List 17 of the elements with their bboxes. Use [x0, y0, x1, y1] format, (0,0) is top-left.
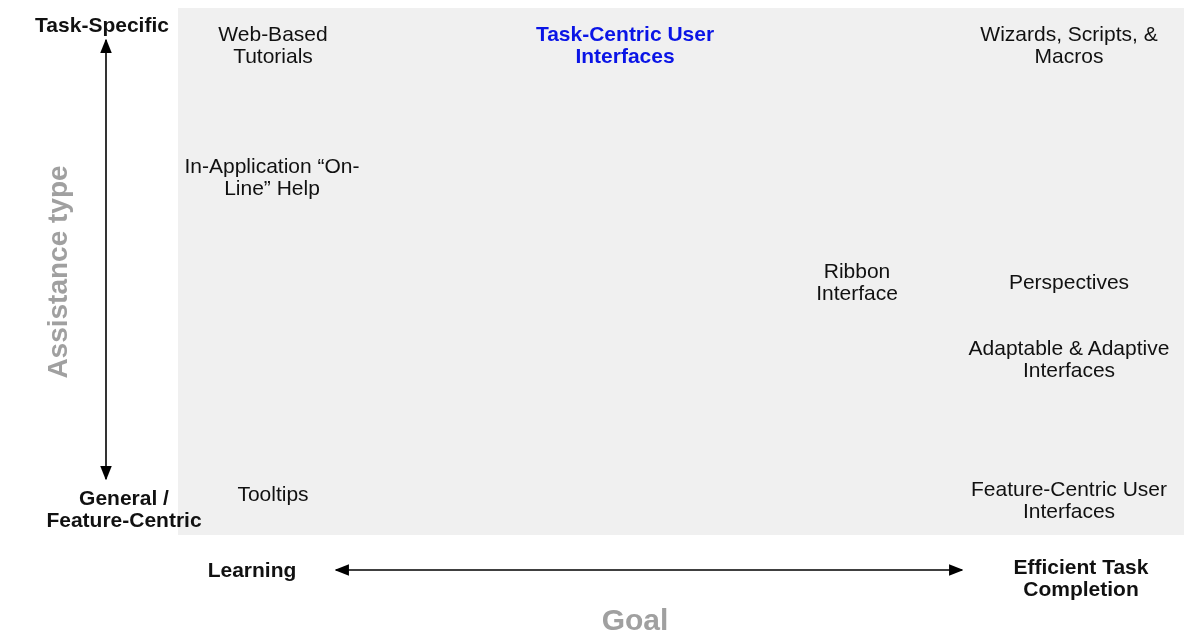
axis-end-label: General / Feature-Centric [39, 487, 209, 531]
technique-label: Ribbon Interface [815, 260, 899, 304]
technique-label: Web-Based Tutorials [217, 23, 329, 67]
double-arrow [334, 564, 964, 576]
double-arrow [100, 38, 112, 481]
axis-title: Assistance type [42, 165, 74, 379]
axis-end-label: Learning [192, 559, 312, 581]
technique-label: Feature-Centric User Interfaces [969, 478, 1169, 522]
axis-title: Goal [600, 604, 670, 636]
axis-end-label: Efficient Task Completion [986, 556, 1176, 600]
technique-label: Task-Centric User Interfaces [534, 23, 716, 67]
technique-label: Perspectives [1007, 271, 1131, 293]
technique-label: Adaptable & Adaptive Interfaces [967, 337, 1171, 381]
axis-end-label: Task-Specific [12, 14, 192, 36]
technique-label: Wizards, Scripts, & Macros [979, 23, 1159, 67]
technique-label: Tooltips [236, 483, 310, 505]
technique-label: In-Application “On-Line” Help [183, 155, 361, 199]
